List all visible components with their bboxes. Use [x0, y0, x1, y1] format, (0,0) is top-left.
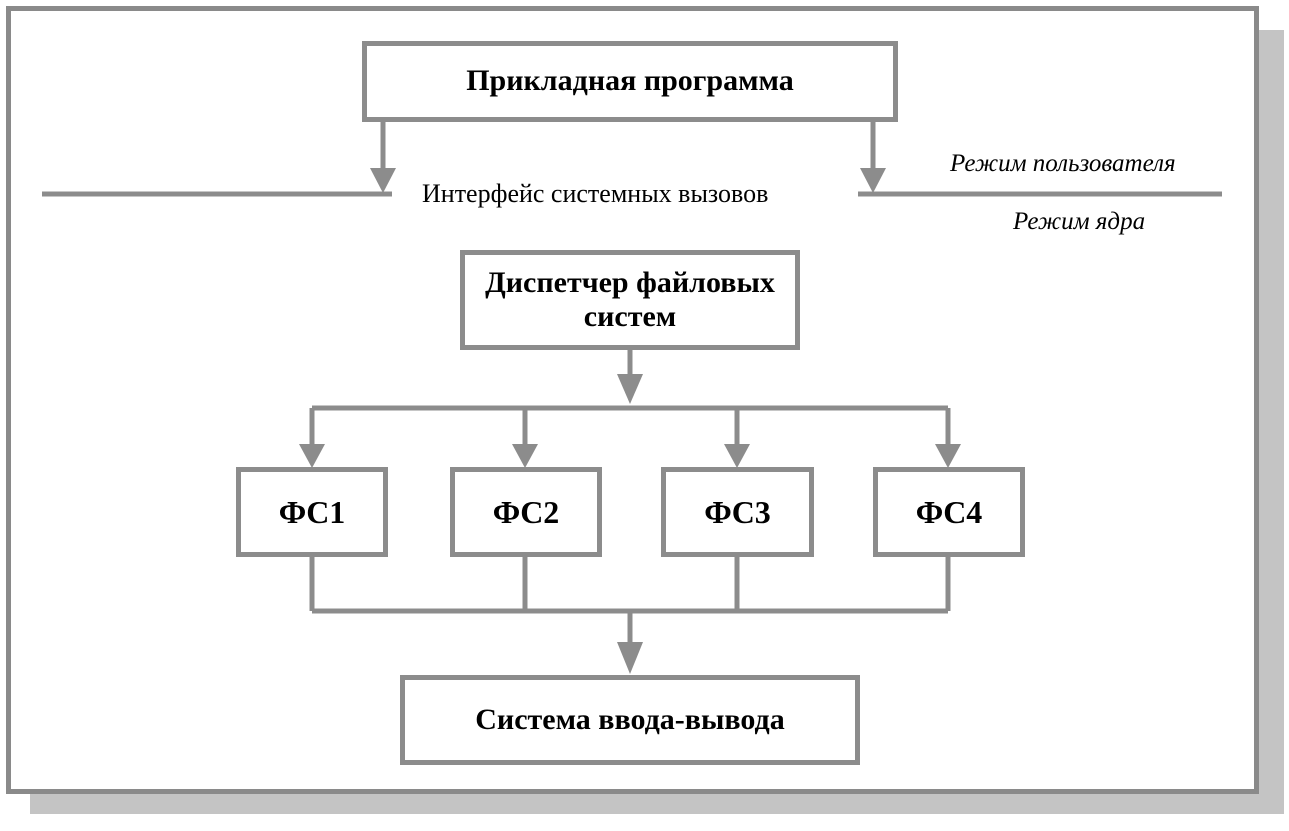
fs1-box: ФС1	[236, 467, 388, 557]
arrow-bus-to-fs4	[935, 444, 961, 468]
app-program-label: Прикладная программа	[466, 64, 794, 98]
fs-manager-label-line1: Диспетчер файловых	[485, 265, 775, 299]
fs-manager-label-line2: систем	[583, 300, 677, 333]
arrow-bus-to-fs3	[724, 444, 750, 468]
kernel-mode-label: Режим ядра	[1013, 208, 1146, 235]
user-mode-label: Режим пользователя	[950, 150, 1176, 177]
fs3-label: ФС3	[704, 493, 771, 530]
arrow-app-to-interface-left	[370, 168, 396, 193]
io-system-box: Система ввода-вывода	[400, 675, 860, 765]
fs2-label: ФС2	[492, 493, 560, 530]
arrow-app-to-interface-right	[860, 168, 886, 193]
arrow-bus-to-fs1	[299, 444, 325, 468]
app-program-box: Прикладная программа	[362, 41, 898, 122]
syscall-interface-label: Интерфейс системных вызовов	[422, 179, 769, 209]
arrow-bus-to-fs2	[512, 444, 538, 468]
fs2-box: ФС2	[450, 467, 602, 557]
arrow-manager-to-bus	[617, 374, 643, 404]
arrow-bus-to-io	[617, 642, 643, 674]
fs4-label: ФС4	[915, 493, 983, 530]
io-system-label: Система ввода-вывода	[475, 702, 785, 736]
fs4-box: ФС4	[873, 467, 1025, 557]
fs3-box: ФС3	[661, 467, 814, 557]
fs-manager-box: Диспетчер файловых систем	[460, 250, 800, 350]
fs1-label: ФС1	[278, 493, 346, 530]
